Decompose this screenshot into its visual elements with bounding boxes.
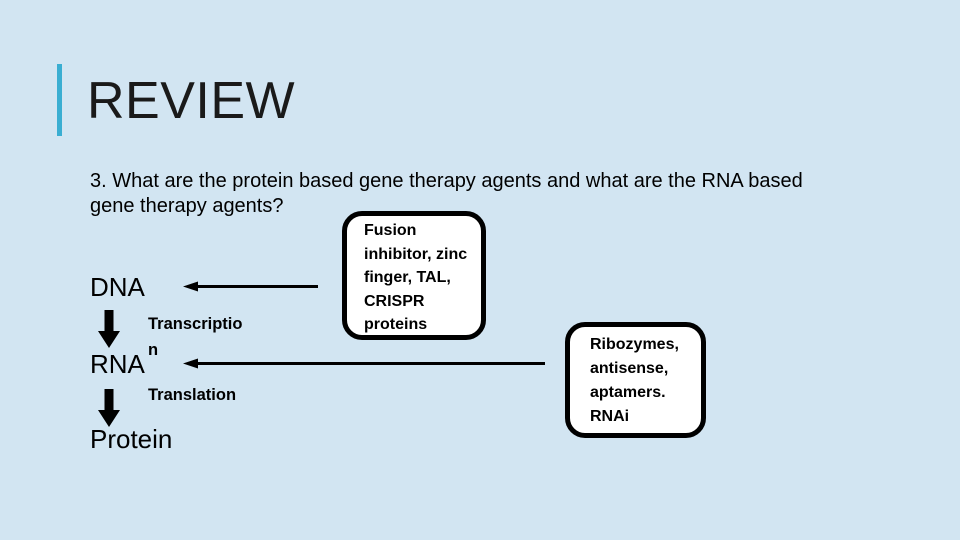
rna-agents-line: antisense, [590,360,669,377]
transcription-label-line2: n [148,341,159,359]
dna-label: DNA [90,272,145,302]
transcription-label-line1: Transcriptio [148,315,243,333]
protein-agents-line: CRISPR [364,292,425,310]
rna-agents-line: RNAi [590,408,630,425]
translation-label-line1: Translation [148,386,237,404]
title-accent-bar [57,64,62,136]
transcription-label: Transcriptio n [148,311,242,363]
rna-agents-callout-box: Ribozymes, antisense, aptamers. RNAi [565,322,706,438]
fusion-box-to-dna-arrow-icon [183,281,318,292]
rna-label: RNA [90,349,145,379]
rna-agents-line: Ribozymes, [590,336,679,353]
translation-label: Translation [148,382,236,408]
protein-label: Protein [90,424,173,454]
slide-title: REVIEW [87,72,296,130]
protein-agents-line: finger, TAL, [364,269,451,286]
rna-to-protein-arrow-icon [98,389,120,427]
dna-to-rna-arrow-icon [98,310,120,348]
protein-agents-callout-box: Fusion inhibitor, zinc finger, TAL, CRIS… [342,211,486,340]
question-text: 3. What are the protein based gene thera… [90,170,803,217]
protein-agents-line: proteins [364,316,428,333]
protein-agents-line: Fusion [364,222,417,239]
ribozymes-box-to-rna-arrow-icon [183,358,545,369]
protein-agents-line: inhibitor, zinc [364,245,468,263]
rna-agents-line: aptamers. [590,384,666,401]
